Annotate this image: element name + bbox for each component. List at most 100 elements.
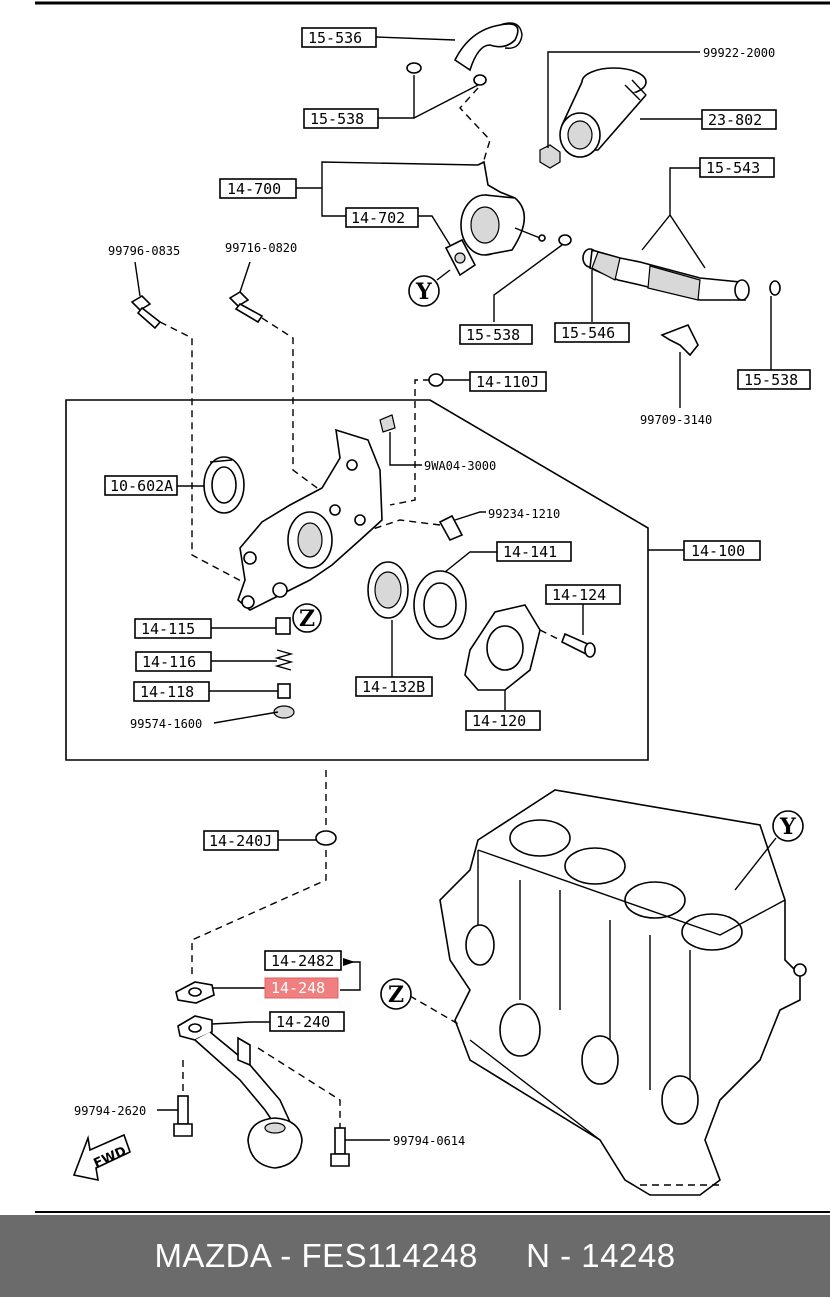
bolt-99794-0614 [330, 1127, 350, 1167]
svg-text:99574-1600: 99574-1600 [130, 717, 202, 731]
footer-bar: MAZDA - FES114248 N - 14248 [0, 1215, 830, 1297]
label-14-700: 14-700 [219, 178, 297, 199]
svg-text:Z: Z [388, 982, 404, 1008]
svg-text:14-240: 14-240 [276, 1013, 330, 1031]
svg-text:99716-0820: 99716-0820 [225, 241, 297, 255]
label-23-802: 23-802 [701, 109, 777, 130]
hose-15-543 [582, 248, 750, 301]
label-14-116: 14-116 [135, 651, 212, 672]
label-15-538-b: 15-538 [459, 324, 533, 345]
label-15-546: 15-546 [554, 322, 630, 343]
footer-part-number: MAZDA - FES114248 N - 14248 [154, 1237, 676, 1274]
label-14-132b: 14-132B [355, 676, 433, 697]
svg-text:Y: Y [779, 814, 796, 840]
svg-text:14-141: 14-141 [503, 543, 557, 561]
svg-text:23-802: 23-802 [708, 111, 762, 129]
clamp-15-538-top [406, 62, 487, 86]
svg-text:Y: Y [415, 279, 432, 305]
svg-text:15-538: 15-538 [466, 326, 520, 344]
plug-14-115 [275, 617, 291, 635]
svg-text:14-116: 14-116 [142, 653, 196, 671]
label-99234-1210: 99234-1210 [488, 507, 560, 521]
svg-text:14-2482: 14-2482 [271, 952, 334, 970]
label-9wa04-3000: 9WA04-3000 [424, 459, 496, 473]
label-15-543: 15-543 [699, 157, 775, 178]
svg-text:14-118: 14-118 [140, 683, 194, 701]
label-14-702: 14-702 [345, 207, 419, 228]
svg-text:14-124: 14-124 [552, 586, 606, 604]
svg-text:Z: Z [299, 606, 315, 632]
label-14-118: 14-118 [133, 681, 210, 702]
bolt-99234-1210 [438, 514, 464, 542]
svg-text:9WA04-3000: 9WA04-3000 [424, 459, 496, 473]
svg-text:14-248: 14-248 [271, 979, 325, 997]
outer-rotor-14-141 [413, 570, 467, 640]
svg-text:14-702: 14-702 [351, 209, 405, 227]
label-14-100: 14-100 [683, 540, 761, 561]
marker-z-block: Z [380, 978, 412, 1010]
svg-text:14-132B: 14-132B [362, 678, 425, 696]
pump-cover-14-120 [464, 604, 541, 691]
svg-text:15-546: 15-546 [561, 324, 615, 342]
bolt-99716-0820 [228, 290, 264, 324]
gasket-14-702 [444, 238, 477, 277]
svg-text:99922-2000: 99922-2000 [703, 46, 775, 60]
oil-cooler-14-700 [460, 160, 546, 256]
inner-rotor-14-132b [367, 561, 409, 619]
clip-99709-3140 [660, 323, 699, 357]
svg-text:15-538: 15-538 [744, 371, 798, 389]
nut-99922-2000 [539, 144, 561, 169]
label-14-240j: 14-240J [203, 830, 279, 851]
label-15-538-a: 15-538 [303, 108, 379, 129]
label-14-240: 14-240 [269, 1011, 345, 1032]
bolt-99794-2620 [173, 1095, 193, 1137]
label-99709-3140: 99709-3140 [640, 413, 712, 427]
clamp-15-538-mid [558, 234, 781, 296]
svg-text:15-538: 15-538 [310, 110, 364, 128]
marker-y-block: Y [772, 810, 804, 842]
label-99574-1600: 99574-1600 [130, 717, 202, 731]
svg-text:99709-3140: 99709-3140 [640, 413, 712, 427]
bolt-99796-0835 [130, 294, 162, 330]
oil-strainer-14-240 [177, 1015, 303, 1169]
fwd-arrow: FWD [72, 1133, 131, 1182]
label-14-115: 14-115 [134, 618, 212, 639]
gasket-14-248 [175, 981, 215, 1004]
svg-text:15-543: 15-543 [706, 159, 760, 177]
label-99796-0835: 99796-0835 [108, 244, 180, 258]
label-99794-0614: 99794-0614 [393, 1134, 465, 1148]
label-99794-2620: 99794-2620 [74, 1104, 146, 1118]
svg-text:99794-2620: 99794-2620 [74, 1104, 146, 1118]
label-99922-2000: 99922-2000 [703, 46, 775, 60]
svg-text:14-100: 14-100 [691, 542, 745, 560]
marker-z-pump: Z [292, 603, 322, 633]
svg-text:99234-1210: 99234-1210 [488, 507, 560, 521]
spring-14-116 [274, 649, 294, 671]
hose-15-536 [453, 22, 523, 72]
svg-text:14-700: 14-700 [227, 180, 281, 198]
marker-y-top: Y [408, 275, 440, 307]
label-14-120: 14-120 [465, 710, 541, 731]
oil-seal-10-602a [203, 456, 245, 514]
label-14-248-highlighted[interactable]: 14-248 [264, 977, 339, 999]
svg-text:99796-0835: 99796-0835 [108, 244, 180, 258]
svg-text:15-536: 15-536 [308, 29, 362, 47]
svg-text:14-115: 14-115 [141, 620, 195, 638]
plunger-14-118 [277, 683, 291, 699]
label-99716-0820: 99716-0820 [225, 241, 297, 255]
label-15-536: 15-536 [301, 27, 377, 48]
oil-pump-body [237, 414, 396, 611]
svg-text:14-110J: 14-110J [476, 373, 539, 391]
svg-text:99794-0614: 99794-0614 [393, 1134, 465, 1148]
label-14-2482: 14-2482 [264, 950, 342, 971]
svg-text:14-240J: 14-240J [209, 832, 272, 850]
label-14-110j: 14-110J [469, 371, 547, 392]
engine-block [439, 789, 807, 1196]
svg-text:10-602A: 10-602A [110, 477, 173, 495]
oil-filter-23-802 [559, 67, 647, 158]
label-14-124: 14-124 [545, 584, 621, 605]
label-10-602a: 10-602A [104, 475, 178, 496]
svg-text:14-120: 14-120 [472, 712, 526, 730]
parts-diagram: FWD 15-536 15-538 14-700 14-702 99922-20… [35, 1, 830, 1213]
screw-14-124 [560, 632, 596, 658]
